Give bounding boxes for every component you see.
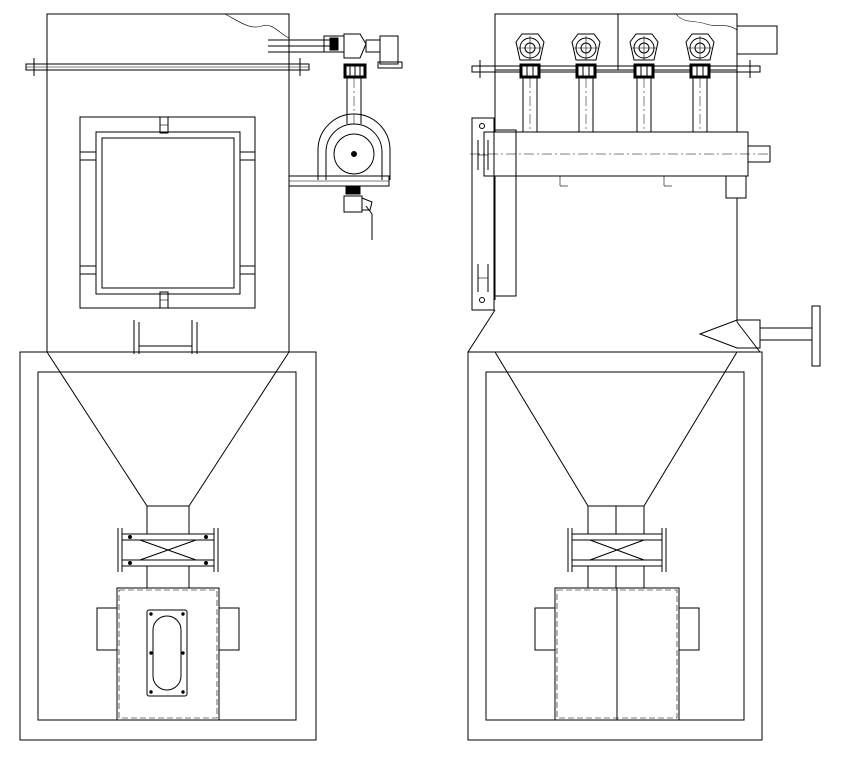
pulse-valve-3 <box>629 33 659 132</box>
pulse-valve-2 <box>571 33 601 132</box>
pulse-valve-row <box>515 33 715 132</box>
inlet-nozzle <box>698 305 821 367</box>
side-top-flange <box>471 60 761 78</box>
hopper-frame <box>19 351 317 741</box>
pulse-valve-4 <box>685 33 715 132</box>
outlet-neck <box>146 505 190 589</box>
top-flange <box>25 58 310 76</box>
clean-air-plenum <box>494 13 778 71</box>
side-collection-bin <box>534 587 700 721</box>
side-slide-gate-valve <box>567 528 667 572</box>
air-manifold-front <box>268 33 403 240</box>
side-outlet-neck <box>587 505 645 589</box>
slide-gate-valve <box>117 528 219 572</box>
access-door <box>79 116 256 309</box>
pulse-valve-1 <box>515 33 545 132</box>
side-housing <box>467 70 761 353</box>
air-header-tank <box>470 131 771 199</box>
collection-bin <box>96 587 240 721</box>
side-hopper-frame <box>467 351 763 741</box>
hopper-cone <box>46 351 290 507</box>
front-view <box>19 13 403 741</box>
housing-drain-stub <box>133 320 198 354</box>
side-view <box>467 13 821 741</box>
side-hopper-cone <box>494 351 738 507</box>
